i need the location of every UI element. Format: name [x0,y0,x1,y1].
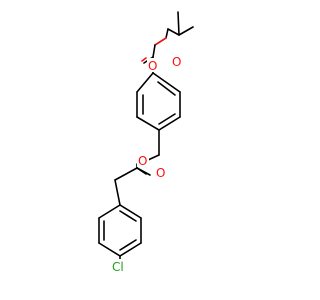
bond [154,37,167,46]
bond [178,26,194,36]
bond [119,242,142,257]
ester-oxygen-label: O [172,55,181,69]
bond [114,179,121,206]
label-mask [111,259,131,273]
bond [141,57,147,62]
isopropyl-group [154,11,194,46]
bond [119,204,142,219]
bond [158,116,181,131]
bond [177,11,180,36]
bond [167,28,180,36]
benzene-ring-lower [98,204,142,257]
label-mask [147,58,159,72]
bond [114,167,138,181]
benzyl-oxygen-label: O [138,154,147,168]
label-mask [155,165,167,179]
bond [119,239,137,251]
bond [147,154,160,161]
bond [136,116,160,131]
bond [136,167,151,176]
bond [152,72,181,93]
chlorine-label: Cl [112,260,124,274]
acetyl-oxygen-label: O [156,166,165,180]
bond [136,72,154,93]
bond [157,81,176,96]
label-mask [137,153,149,167]
bond [119,210,137,222]
molecule-structure: O O O O Cl [98,11,194,274]
bond [98,242,121,257]
bond [158,113,176,125]
bond [98,204,121,219]
bond [152,44,156,58]
bond [165,28,169,39]
carbonyl-oxygen-label: O [148,59,157,73]
label-mask [170,54,182,68]
benzene-ring-upper [136,56,181,131]
